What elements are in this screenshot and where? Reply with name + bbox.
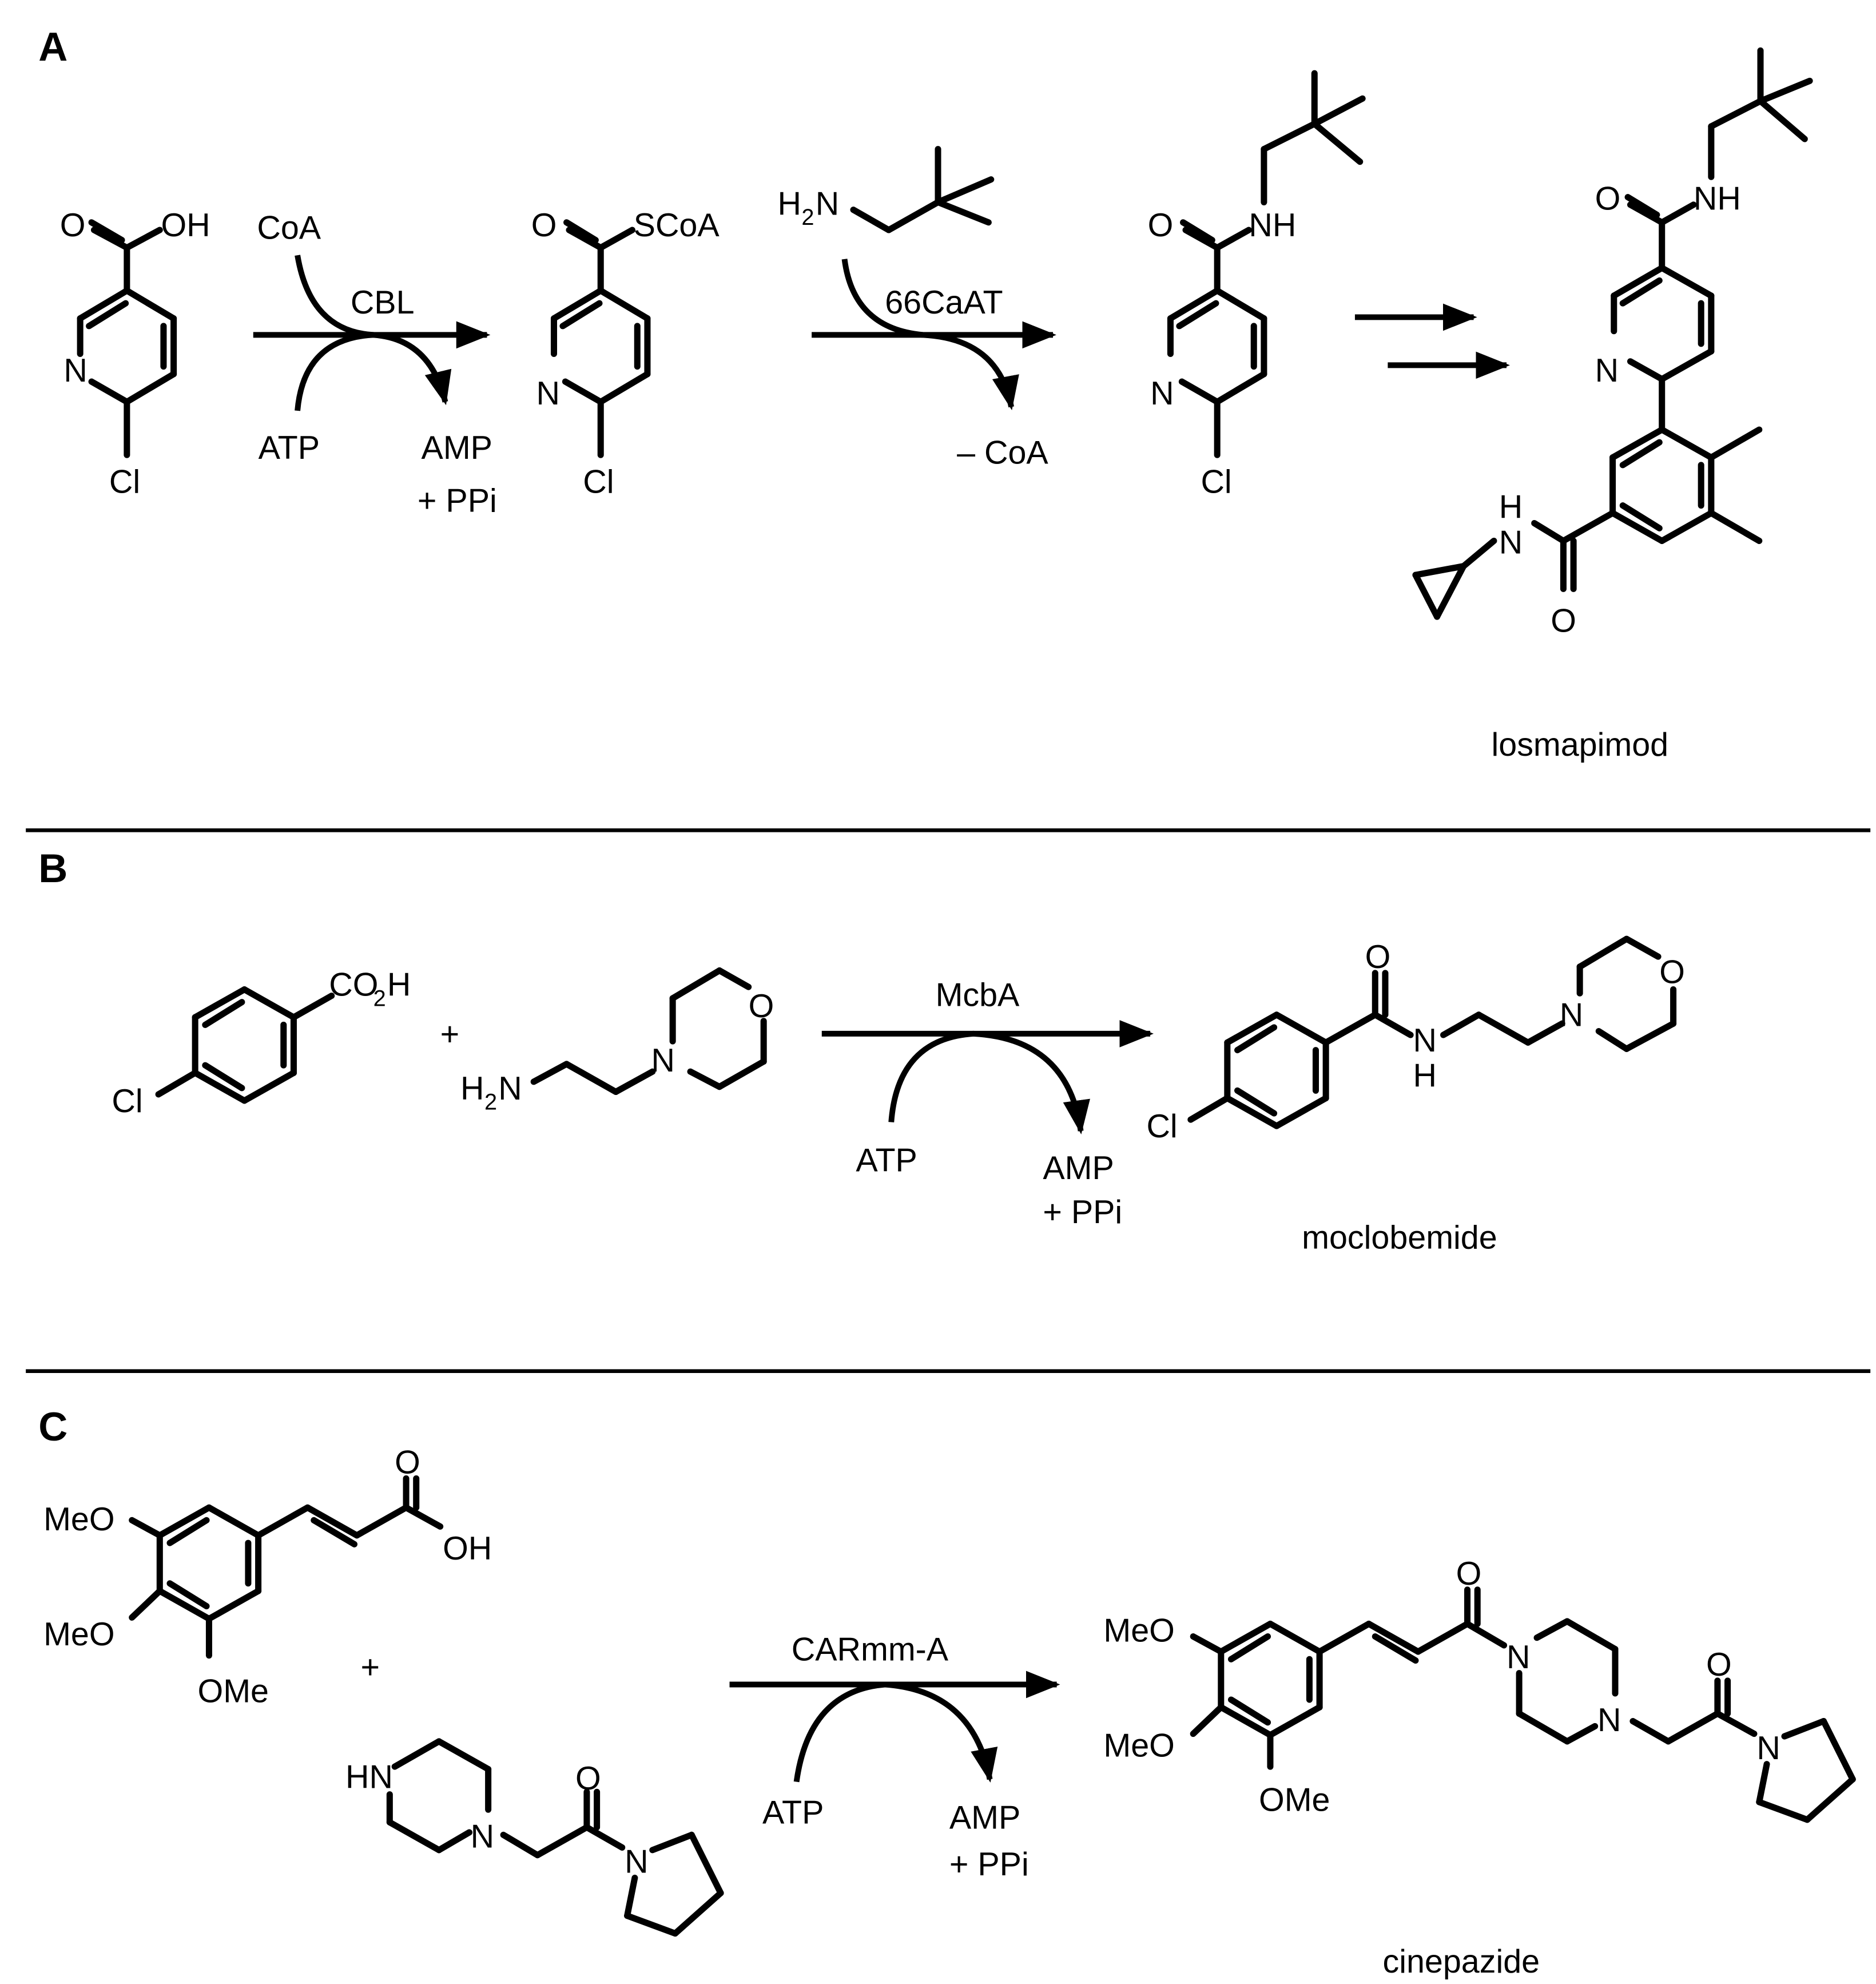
- enzyme-cbl: CBL: [351, 284, 415, 321]
- enzyme-mcba: McbA: [936, 977, 1020, 1013]
- atom-meo: MeO: [43, 1501, 114, 1538]
- enzyme-carmm-a: CARmm-A: [792, 1632, 949, 1668]
- cofactor-atp: ATP: [762, 1794, 824, 1831]
- panel-label-a: A: [38, 24, 67, 69]
- atom-cl: Cl: [112, 1083, 142, 1120]
- atom-o: O: [60, 207, 86, 244]
- atom-meo: MeO: [1103, 1612, 1174, 1649]
- atom-o: O: [1659, 954, 1685, 991]
- atom-n: N: [1560, 997, 1583, 1034]
- atom-o: O: [1365, 939, 1391, 975]
- atom-o: O: [1551, 602, 1576, 639]
- reaction-arrow-66caat: H 2 N 66CaAT – CoA: [777, 146, 1056, 471]
- product-losmapimod: O NH N H N O losmapimod: [1412, 47, 1813, 763]
- atom-n: N: [498, 1070, 522, 1107]
- atom-co: CO: [329, 967, 378, 1003]
- atom-o: O: [575, 1760, 601, 1797]
- plus-sign: +: [440, 1016, 460, 1053]
- reactant-piperazinyl-acetyl-pyrrolidine: HN N O N: [345, 1738, 724, 1937]
- compound-name-losmapimod: losmapimod: [1492, 727, 1669, 763]
- atom-h: H: [387, 967, 411, 1003]
- atom-nh: NH: [1249, 207, 1296, 244]
- atom-n: N: [471, 1818, 494, 1855]
- product-moclobemide: O N H N O Cl moclobemide: [1146, 935, 1685, 1256]
- atom-n: N: [1413, 1022, 1437, 1059]
- atom-cl: Cl: [1201, 463, 1231, 500]
- atom-o: O: [1456, 1556, 1482, 1592]
- atom-n: N: [651, 1042, 675, 1079]
- reactant-4-chlorobenzoic-acid: CO 2 H Cl: [112, 967, 411, 1120]
- reaction-arrow-cbl: CoA CBL ATP AMP + PPi: [253, 209, 497, 519]
- atom-cl: Cl: [1146, 1108, 1177, 1145]
- atom-h: H: [777, 186, 801, 223]
- panel-label-c: C: [38, 1404, 67, 1449]
- byproduct-ppi: + PPi: [949, 1846, 1029, 1883]
- atom-oh: OH: [443, 1530, 492, 1567]
- multistep-arrows: [1354, 303, 1510, 379]
- subscript-2: 2: [801, 205, 814, 230]
- byproduct-amp: AMP: [1043, 1150, 1114, 1187]
- reaction-arrow-mcba: McbA ATP AMP + PPi: [821, 977, 1154, 1231]
- atom-n: N: [816, 186, 839, 223]
- intermediate-amide: O NH N Cl: [1148, 70, 1366, 500]
- panel-c: C: [38, 1404, 1856, 1980]
- atom-o: O: [1148, 207, 1174, 244]
- atom-n: N: [1597, 1702, 1621, 1739]
- reactant-aminoethylmorpholine: H 2 N N O: [460, 967, 774, 1114]
- compound-name-cinepazide: cinepazide: [1383, 1943, 1540, 1980]
- panel-a: A O OH N Cl: [38, 24, 1813, 763]
- byproduct-ppi: + PPi: [418, 483, 497, 519]
- atom-h: H: [460, 1070, 484, 1107]
- atom-n: N: [1756, 1730, 1780, 1767]
- atom-h: H: [1499, 489, 1523, 526]
- atom-ome: OMe: [198, 1673, 269, 1709]
- panel-b: B CO 2 H Cl + H 2: [38, 846, 1685, 1256]
- atom-n: N: [1150, 375, 1174, 412]
- atom-n: N: [625, 1844, 648, 1880]
- atom-o: O: [531, 207, 557, 244]
- enzyme-66caat: 66CaAT: [885, 284, 1003, 321]
- subscript-2: 2: [373, 986, 386, 1011]
- atom-oh: OH: [161, 207, 210, 244]
- atom-h: H: [1413, 1058, 1437, 1094]
- reactant-trimethoxycinnamic-acid: MeO MeO OMe O OH: [43, 1445, 492, 1710]
- reactant-6-chloronicotinic-acid: O OH N Cl: [60, 207, 210, 500]
- atom-nh: NH: [1694, 181, 1741, 217]
- atom-o: O: [395, 1445, 420, 1481]
- cofactor-atp: ATP: [856, 1142, 917, 1179]
- atom-n: N: [63, 352, 87, 389]
- cosubstrate-coa: CoA: [257, 209, 321, 246]
- atom-cl: Cl: [583, 463, 614, 500]
- plus-sign: +: [361, 1649, 380, 1685]
- atom-n: N: [536, 375, 560, 412]
- atom-ome: OMe: [1259, 1781, 1330, 1818]
- atom-o: O: [1595, 181, 1621, 217]
- intermediate-acyl-coa: O SCoA N Cl: [531, 207, 720, 500]
- atom-meo: MeO: [1103, 1727, 1174, 1764]
- cofactor-atp: ATP: [259, 430, 320, 466]
- byproduct-coa: – CoA: [957, 435, 1048, 471]
- atom-n: N: [1507, 1639, 1530, 1676]
- atom-o: O: [749, 988, 774, 1025]
- atom-hn: HN: [345, 1759, 393, 1796]
- reaction-arrow-carmm-a: CARmm-A ATP AMP + PPi: [729, 1632, 1060, 1883]
- atom-n: N: [1595, 352, 1619, 389]
- byproduct-amp: AMP: [949, 1799, 1020, 1836]
- product-cinepazide: MeO MeO OMe O N N O N cinepazide: [1103, 1556, 1856, 1980]
- atom-meo: MeO: [43, 1616, 114, 1653]
- subscript-2: 2: [484, 1089, 497, 1114]
- byproduct-amp: AMP: [422, 430, 492, 466]
- atom-scoa: SCoA: [634, 207, 720, 244]
- byproduct-ppi: + PPi: [1043, 1194, 1122, 1231]
- panel-label-b: B: [38, 846, 67, 891]
- atom-o: O: [1706, 1646, 1732, 1683]
- compound-name-moclobemide: moclobemide: [1302, 1219, 1497, 1256]
- atom-n: N: [1499, 525, 1523, 561]
- atom-cl: Cl: [109, 463, 140, 500]
- reagent-neopentylamine: H 2 N: [777, 146, 995, 233]
